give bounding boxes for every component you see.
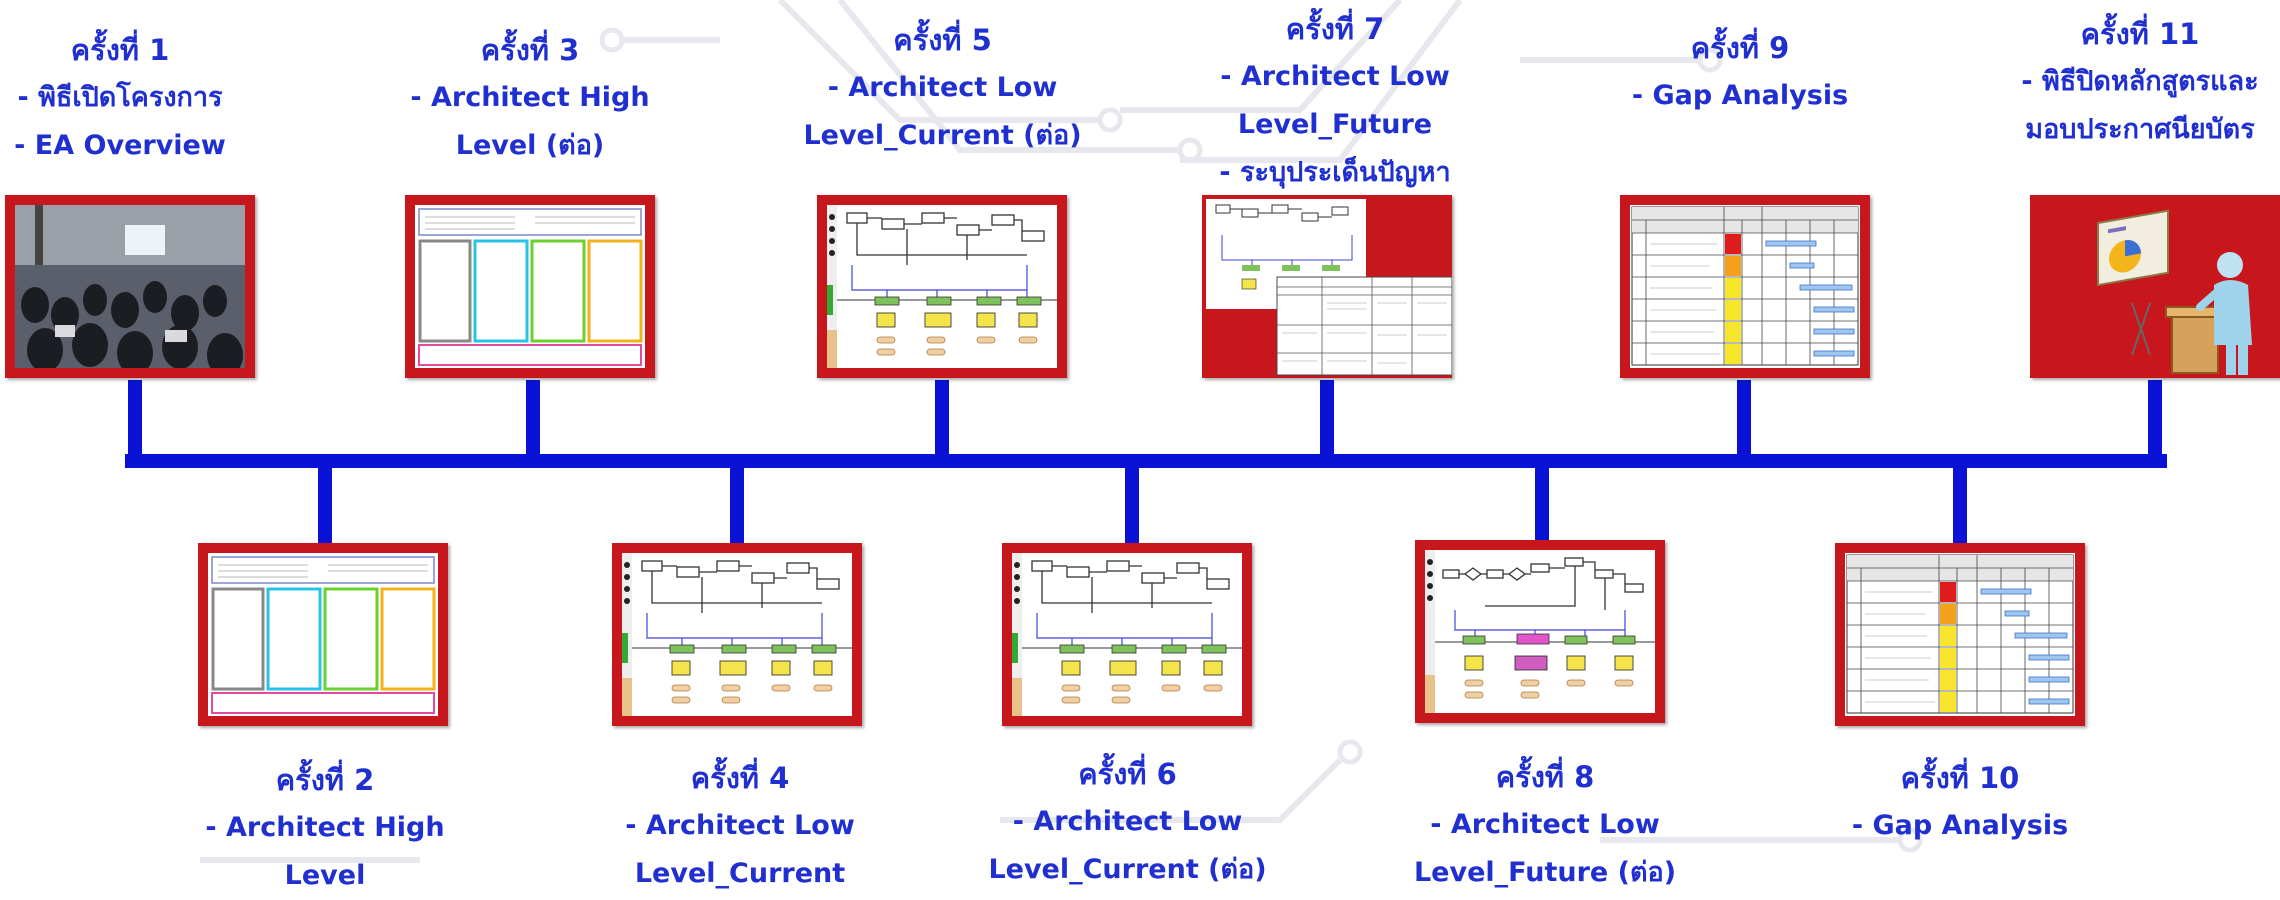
session-7-label: ครั้งที่ 7 - Architect Low Level_Future … [1190, 5, 1480, 197]
process-and-table-image [1202, 195, 1453, 378]
connector [730, 462, 744, 544]
session-10-title: ครั้งที่ 10 [1900, 761, 2020, 795]
connector [1125, 462, 1139, 544]
session-1-image[interactable] [5, 195, 255, 378]
session-7-image[interactable] [1202, 195, 1453, 378]
connector [318, 462, 332, 544]
gap-analysis-table [1846, 554, 2074, 714]
session-7-line-3: - ระบุประเด็นปัญหา [1219, 157, 1451, 188]
session-5-line-2: Level_Current (ต่อ) [803, 120, 1082, 151]
session-4-image[interactable] [612, 543, 862, 726]
session-3-line-2: Level (ต่อ) [455, 130, 605, 161]
process-flow-diagram [827, 205, 1057, 368]
connector [2148, 380, 2162, 460]
session-8-image[interactable] [1415, 540, 1665, 723]
session-1-line-1: - พิธีเปิดโครงการ [17, 82, 223, 113]
session-4-label: ครั้งที่ 4 - Architect Low Level_Current [610, 754, 870, 898]
session-11-line-1: - พิธีปิดหลักสูตรและ [2021, 66, 2259, 97]
gap-analysis-table [1631, 206, 1859, 366]
session-9-image[interactable] [1620, 195, 1870, 378]
session-5-line-1: - Architect Low [827, 72, 1058, 103]
timeline-axis [125, 454, 2167, 468]
session-6-line-2: Level_Current (ต่อ) [988, 854, 1267, 885]
session-3-label: ครั้งที่ 3 - Architect High Level (ต่อ) [400, 26, 660, 170]
session-7-line-2: Level_Future [1237, 109, 1433, 140]
session-8-title: ครั้งที่ 8 [1495, 760, 1595, 794]
session-3-title: ครั้งที่ 3 [480, 33, 580, 67]
session-9-title: ครั้งที่ 9 [1690, 31, 1790, 65]
session-8-line-1: - Architect Low [1430, 809, 1660, 840]
connector [935, 380, 949, 460]
session-10-line-1: - Gap Analysis [1851, 810, 2069, 841]
session-10-image[interactable] [1835, 543, 2085, 726]
session-4-line-1: - Architect Low [625, 810, 855, 841]
connector [128, 380, 142, 460]
session-2-line-1: - Architect High [205, 812, 445, 843]
session-5-title: ครั้งที่ 5 [893, 23, 992, 57]
connector [1953, 462, 1967, 544]
session-4-title: ครั้งที่ 4 [690, 761, 790, 795]
process-flow-future-diagram [1425, 550, 1655, 713]
session-8-label: ครั้งที่ 8 - Architect Low Level_Future … [1400, 753, 1690, 897]
session-6-line-1: - Architect Low [1012, 806, 1243, 837]
process-flow-diagram [1012, 553, 1242, 716]
session-10-label: ครั้งที่ 10 - Gap Analysis [1830, 754, 2090, 850]
session-8-line-2: Level_Future (ต่อ) [1413, 857, 1677, 888]
session-6-label: ครั้งที่ 6 - Architect Low Level_Current… [985, 750, 1270, 894]
session-7-line-1: - Architect Low [1220, 61, 1450, 92]
session-2-label: ครั้งที่ 2 - Architect High Level [195, 756, 455, 900]
session-6-image[interactable] [1002, 543, 1252, 726]
connector [1535, 462, 1549, 544]
high-level-diagram [211, 556, 436, 714]
session-9-label: ครั้งที่ 9 - Gap Analysis [1620, 24, 1860, 120]
session-11-label: ครั้งที่ 11 - พิธีปิดหลักสูตรและ มอบประก… [2000, 10, 2280, 154]
session-9-line-1: - Gap Analysis [1631, 80, 1849, 111]
session-3-image[interactable] [405, 195, 655, 378]
session-4-line-2: Level_Current [634, 858, 846, 889]
presenter-icon [2030, 195, 2280, 378]
process-flow-diagram [622, 553, 852, 716]
session-5-label: ครั้งที่ 5 - Architect Low Level_Current… [800, 16, 1085, 160]
session-11-image[interactable] [2030, 195, 2280, 378]
session-1-label: ครั้งที่ 1 - พิธีเปิดโครงการ - EA Overvi… [0, 26, 240, 170]
session-1-title: ครั้งที่ 1 [70, 33, 170, 67]
session-5-image[interactable] [817, 195, 1067, 378]
connector [526, 380, 540, 460]
session-2-image[interactable] [198, 543, 448, 726]
session-11-line-2: มอบประกาศนียบัตร [2025, 114, 2255, 145]
session-3-line-1: - Architect High [410, 82, 650, 113]
connector [1737, 380, 1751, 460]
high-level-diagram [418, 208, 643, 366]
session-6-title: ครั้งที่ 6 [1078, 757, 1177, 791]
session-2-title: ครั้งที่ 2 [275, 763, 375, 797]
connector [1320, 380, 1334, 460]
session-7-title: ครั้งที่ 7 [1285, 12, 1385, 46]
session-11-title: ครั้งที่ 11 [2080, 17, 2200, 51]
meeting-photo [15, 205, 245, 368]
session-1-line-2: - EA Overview [14, 130, 226, 161]
session-2-line-2: Level [284, 860, 366, 891]
